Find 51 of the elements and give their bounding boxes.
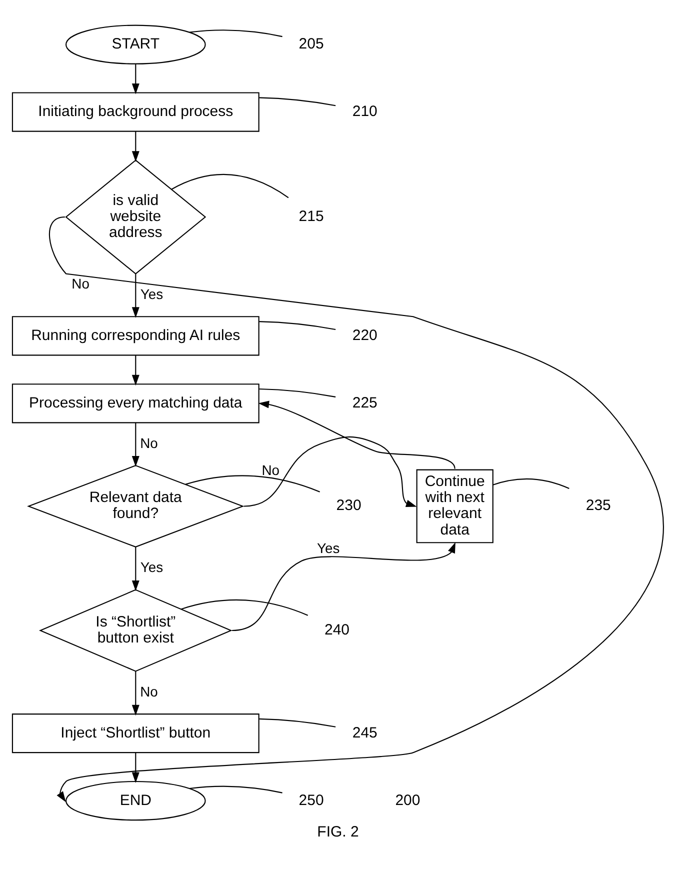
node-text: 245 (352, 724, 378, 741)
arrow (132, 355, 140, 386)
connector (189, 785, 282, 793)
arrow (132, 546, 140, 591)
label: 200 (395, 791, 420, 808)
node-text: 235 (586, 496, 611, 514)
arrow (232, 542, 456, 631)
node-diamond: Relevant data found? (27, 464, 244, 547)
connector (185, 474, 320, 492)
node-diamond: is valid website address (65, 159, 206, 274)
node-text: 205 (298, 35, 324, 52)
edge-label: No (140, 682, 158, 699)
arrow (49, 216, 662, 802)
edge-label: Yes (317, 540, 340, 556)
arrow (132, 131, 140, 162)
edge-label: Yes (140, 558, 164, 574)
node-text: 225 (352, 394, 378, 411)
node-box: Running corresponding AI rules (12, 316, 260, 356)
arrow (132, 274, 140, 318)
edge-label: No (140, 434, 158, 450)
node-text: 250 (298, 791, 324, 808)
arrow (244, 436, 417, 507)
arrow (132, 752, 140, 782)
caption: FIG. 2 (317, 822, 359, 840)
edge-label: Yes (140, 285, 164, 302)
connector (259, 96, 336, 106)
arrow (132, 422, 140, 466)
node-text: 210 (352, 102, 378, 120)
connector (189, 29, 282, 37)
edge-label: No (72, 275, 90, 292)
node-text: 240 (324, 620, 350, 638)
node-text: 220 (352, 326, 378, 344)
node-diamond: Is “Shortlist” button exist (38, 588, 232, 672)
node-box: Inject “Shortlist” button (12, 713, 260, 753)
edge-label: No (262, 461, 280, 478)
node-box: Processing every matching data (12, 383, 260, 423)
node-ellipse: END (66, 780, 206, 820)
arrow (132, 670, 140, 716)
node-box: Continue with next relevant data (416, 468, 494, 543)
arrow (132, 64, 140, 94)
arrow (258, 400, 456, 468)
connector (259, 388, 336, 397)
node-box: Initiating background process (12, 92, 260, 132)
node-text: 215 (298, 207, 324, 224)
node-ellipse: START (66, 24, 206, 64)
connector (259, 320, 336, 330)
node-text: 230 (336, 496, 362, 514)
connector (492, 478, 570, 488)
connector (181, 598, 308, 616)
connector (259, 718, 336, 727)
connector (171, 173, 289, 198)
